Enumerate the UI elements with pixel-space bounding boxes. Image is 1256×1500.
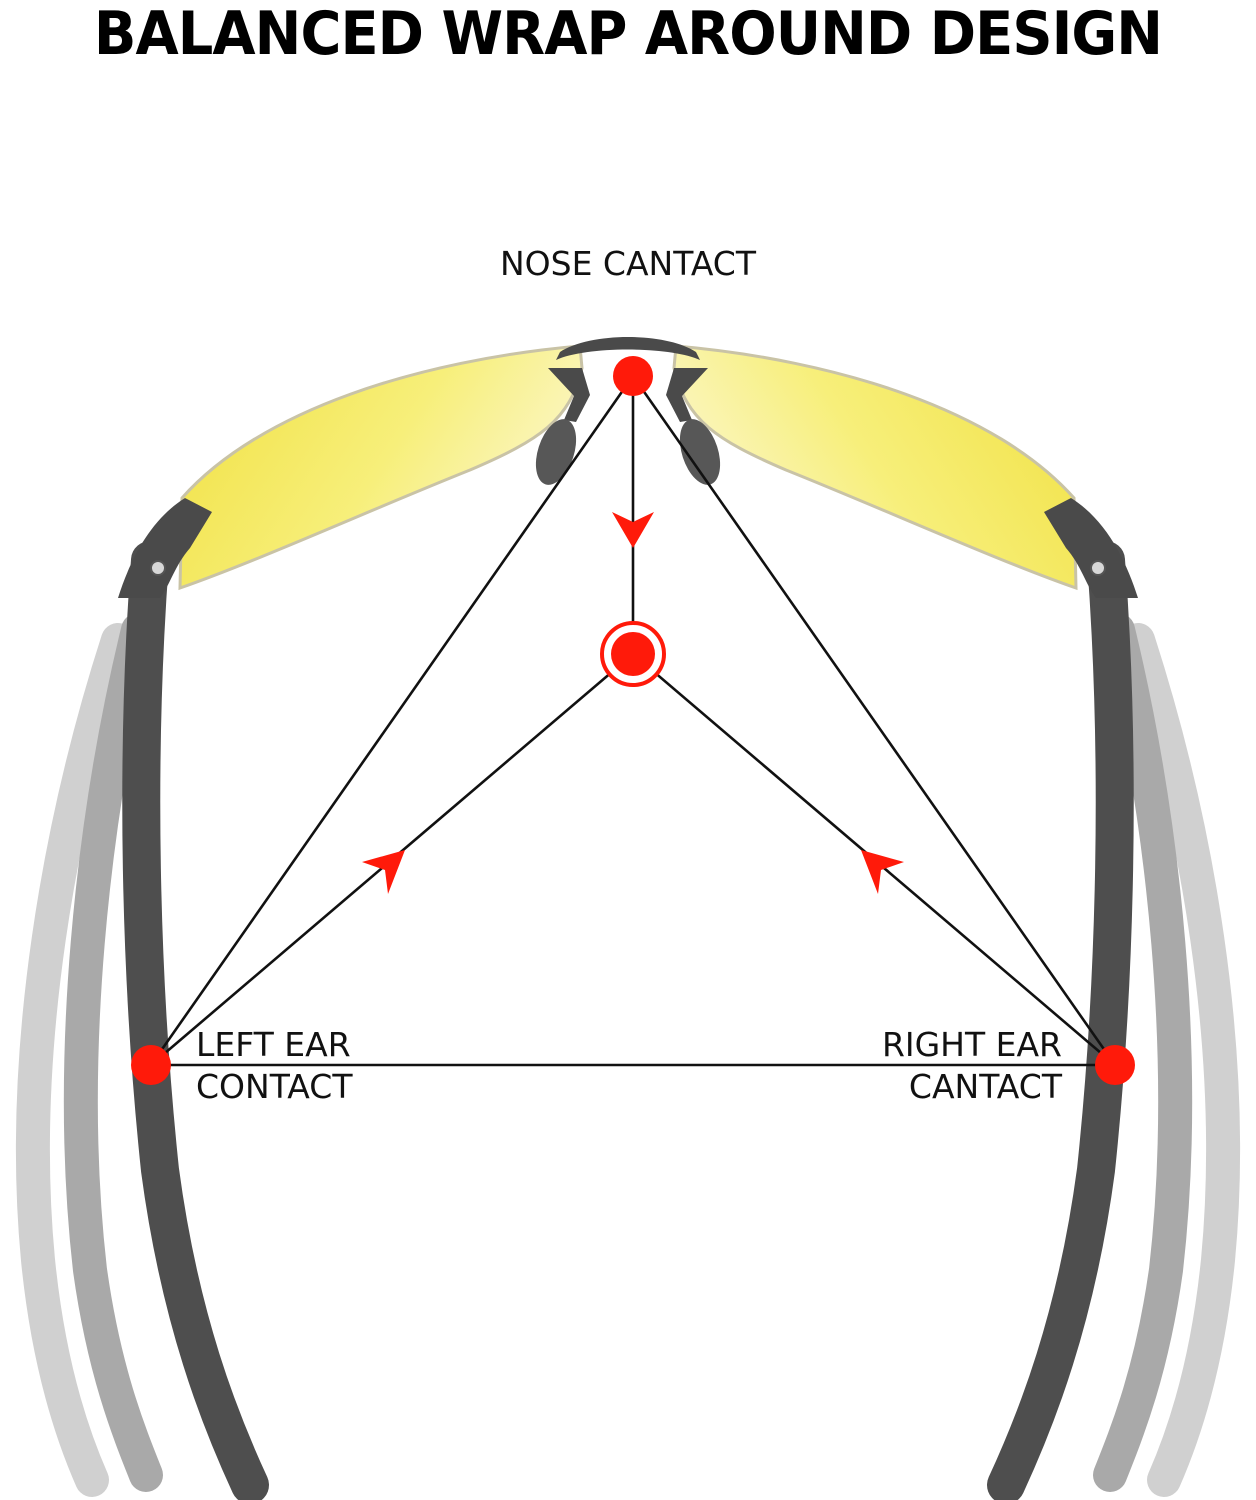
hinges <box>118 498 1138 598</box>
right-lens <box>672 344 1078 591</box>
left-ear-label-line1: LEFT EAR <box>196 1025 351 1064</box>
down-arrow-icon <box>612 512 654 548</box>
temple-arms <box>122 541 1134 1500</box>
right-up-arrow-icon <box>861 850 904 894</box>
nose-contact-point <box>613 356 653 396</box>
left-up-arrow-icon <box>362 850 405 894</box>
ghost-temple-arms <box>16 613 1240 1497</box>
force-arrows <box>362 512 904 894</box>
left-nose-pad <box>535 419 577 485</box>
contact-points <box>131 356 1135 1085</box>
bridge <box>535 337 721 485</box>
nose-contact-label: NOSE CANTACT <box>499 244 757 283</box>
left-ear-contact-point <box>131 1045 171 1085</box>
right-ear-label-line1: RIGHT EAR <box>881 1025 1062 1064</box>
center-balance-point <box>611 632 655 676</box>
right-ear-label-line2: CANTACT <box>908 1067 1062 1106</box>
right-ear-contact-label: RIGHT EAR CANTACT <box>860 1024 1062 1108</box>
lenses <box>178 344 1078 591</box>
left-ear-label-line2: CONTACT <box>196 1067 353 1106</box>
left-lens <box>178 344 584 591</box>
right-ear-contact-point <box>1095 1045 1135 1085</box>
right-nose-pad <box>679 419 721 485</box>
left-ear-contact-label: LEFT EAR CONTACT <box>196 1024 353 1108</box>
page-title: BALANCED WRAP AROUND DESIGN <box>93 0 1163 69</box>
